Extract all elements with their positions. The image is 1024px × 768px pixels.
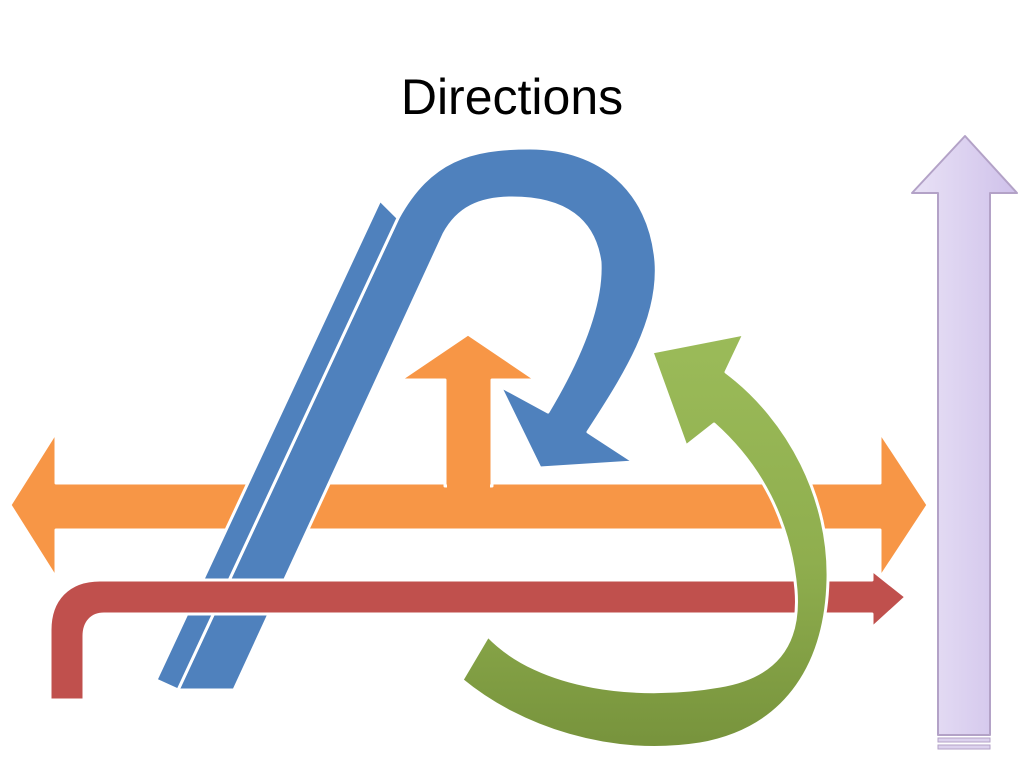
up-arrow xyxy=(911,135,1018,750)
up-branch-arrow xyxy=(398,332,538,492)
circular-arrow xyxy=(460,332,830,749)
u-turn-arrow xyxy=(154,146,658,692)
left-right-arrow xyxy=(8,430,930,580)
slide-title: Directions xyxy=(400,69,624,125)
bent-arrow xyxy=(48,568,908,702)
